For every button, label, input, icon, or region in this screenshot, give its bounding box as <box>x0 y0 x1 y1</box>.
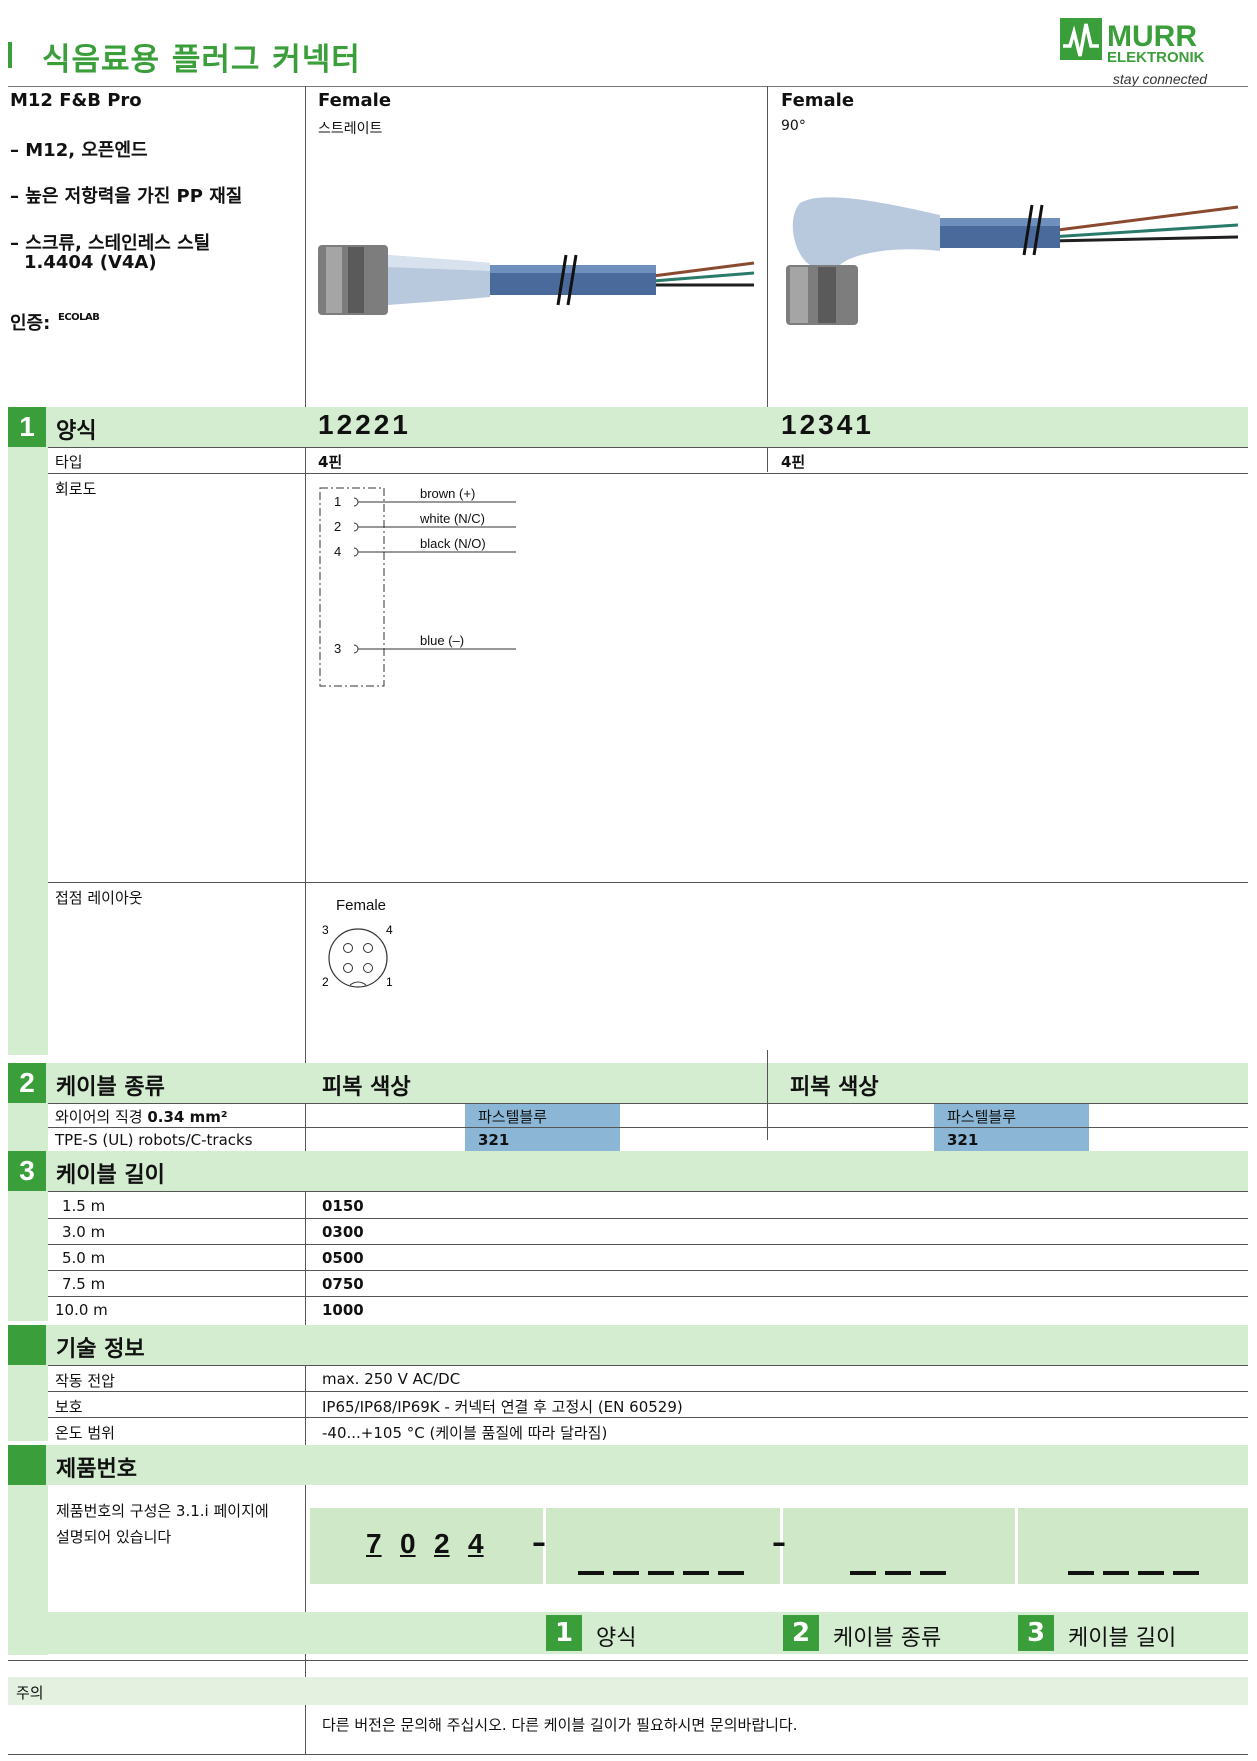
svg-text:1: 1 <box>386 975 393 989</box>
section-title: 제품번호 <box>56 1457 137 1482</box>
part-desc: 제품번호의 구성은 3.1.i 페이지에 <box>56 1502 269 1520</box>
svg-text:4: 4 <box>386 923 393 937</box>
section-title: 케이블 길이 <box>56 1163 165 1188</box>
tech-label: 보호 <box>55 1398 83 1416</box>
section-marker <box>8 1325 46 1365</box>
tech-value: IP65/IP68/IP69K - 커넥터 연결 후 고정시 (EN 60529… <box>322 1398 683 1416</box>
legend-label: 케이블 길이 <box>1068 1626 1177 1651</box>
length-label: 3.0 m <box>62 1223 106 1241</box>
svg-text:2: 2 <box>334 519 341 534</box>
legend-label: 케이블 종류 <box>833 1626 942 1651</box>
tech-value: -40...+105 °C (케이블 품질에 따라 달라짐) <box>322 1424 608 1442</box>
length-code: 0500 <box>322 1249 364 1267</box>
section-title: 기술 정보 <box>56 1337 145 1362</box>
part-desc: 설명되어 있습니다 <box>56 1528 172 1546</box>
color-code: 321 <box>947 1131 979 1149</box>
contact-layout-diagram: Female 3 4 2 1 <box>316 890 416 1000</box>
svg-text:MURR: MURR <box>1107 20 1197 53</box>
section-number: 3 <box>8 1151 46 1191</box>
circuit-label: 회로도 <box>55 480 97 498</box>
variant-code: 12341 <box>781 409 874 440</box>
note-label: 주의 <box>16 1684 44 1702</box>
straight-connector-image <box>318 225 758 315</box>
svg-text:ELEKTRONIK: ELEKTRONIK <box>1107 49 1205 66</box>
tech-value: max. 250 V AC/DC <box>322 1370 461 1388</box>
length-code: 0300 <box>322 1223 364 1241</box>
section-title: 케이블 종류 <box>56 1075 165 1100</box>
brand-logo: MURR ELEKTRONIK stay connected <box>1060 18 1240 98</box>
ecolab-logo: ECOLAB <box>58 312 100 323</box>
type-label: 타입 <box>55 453 83 471</box>
variant-shape: 스트레이트 <box>318 121 383 137</box>
blank-underline <box>1068 1560 1200 1575</box>
part-digit: 2 <box>434 1528 450 1559</box>
contact-layout-label: 접점 레이아웃 <box>55 889 143 907</box>
part-prefix-box <box>310 1508 543 1584</box>
circuit-diagram: 1 2 4 3 brown (+) white (N/C) black (N/O… <box>316 482 526 692</box>
cover-color-title: 피복 색상 <box>790 1075 879 1100</box>
feature-item: 1.4404 (V4A) <box>24 252 157 273</box>
svg-text:blue (–): blue (–) <box>420 633 464 648</box>
part-digit: 7 <box>366 1528 382 1559</box>
blank-underline <box>578 1560 746 1575</box>
section-title: 양식 <box>56 419 97 444</box>
part-field-3[interactable] <box>1018 1508 1248 1584</box>
length-label: 1.5 m <box>62 1197 106 1215</box>
legend-number: 1 <box>546 1615 582 1651</box>
angled-connector-image <box>780 185 1240 345</box>
length-code: 0150 <box>322 1197 364 1215</box>
blank-underline <box>850 1560 950 1575</box>
pins-count: 4핀 <box>781 453 806 471</box>
section-number: 2 <box>8 1063 46 1103</box>
color-name: 파스텔블루 <box>478 1108 548 1126</box>
svg-text:2: 2 <box>322 975 329 989</box>
legend-number: 3 <box>1018 1615 1054 1651</box>
pins-count: 4핀 <box>318 453 343 471</box>
tech-label: 작동 전압 <box>55 1372 115 1390</box>
feature-item: – 스크류, 스테인레스 스틸 <box>10 233 211 254</box>
note-text: 다른 버전은 문의해 주십시오. 다른 케이블 길이가 필요하시면 문의바랍니다… <box>322 1716 798 1734</box>
part-digit: 0 <box>400 1528 416 1559</box>
part-dash: – <box>532 1526 546 1559</box>
length-label: 10.0 m <box>55 1301 108 1319</box>
section-number: 1 <box>8 407 46 447</box>
length-code: 0750 <box>322 1275 364 1293</box>
part-dash: – <box>772 1526 786 1559</box>
cert-label: 인증: <box>10 313 51 334</box>
color-code: 321 <box>478 1131 510 1149</box>
svg-text:black (N/O): black (N/O) <box>420 536 486 551</box>
svg-text:3: 3 <box>322 923 329 937</box>
part-digit: 4 <box>468 1528 484 1559</box>
cover-color-title: 피복 색상 <box>322 1075 411 1100</box>
tech-label: 온도 범위 <box>55 1424 115 1442</box>
svg-text:stay connected: stay connected <box>1113 71 1208 87</box>
variant-gender: Female <box>781 90 855 111</box>
svg-text:white (N/C): white (N/C) <box>419 511 485 526</box>
svg-text:Female: Female <box>336 897 386 914</box>
legend-number: 2 <box>783 1615 819 1651</box>
length-label: 5.0 m <box>62 1249 106 1267</box>
title-accent-bar <box>8 42 12 68</box>
svg-text:3: 3 <box>334 641 341 656</box>
svg-text:1: 1 <box>334 494 341 509</box>
page-title: 식음료용 플러그 커넥터 <box>42 42 361 78</box>
variant-gender: Female <box>318 90 392 111</box>
feature-item: – 높은 저항력을 가진 PP 재질 <box>10 186 243 207</box>
feature-item: – M12, 오픈엔드 <box>10 140 148 161</box>
variant-shape: 90° <box>781 118 806 134</box>
cable-type-label: TPE-S (UL) robots/C-tracks <box>55 1131 253 1149</box>
product-name: M12 F&B Pro <box>10 90 142 111</box>
length-code: 1000 <box>322 1301 364 1319</box>
wire-diameter-label: 와이어의 직경 0.34 mm² <box>55 1108 228 1126</box>
color-name: 파스텔블루 <box>947 1108 1017 1126</box>
length-label: 7.5 m <box>62 1275 106 1293</box>
svg-text:brown (+): brown (+) <box>420 486 475 501</box>
section-marker <box>8 1445 46 1485</box>
svg-text:4: 4 <box>334 544 341 559</box>
variant-code: 12221 <box>318 409 411 440</box>
legend-label: 양식 <box>596 1626 637 1651</box>
